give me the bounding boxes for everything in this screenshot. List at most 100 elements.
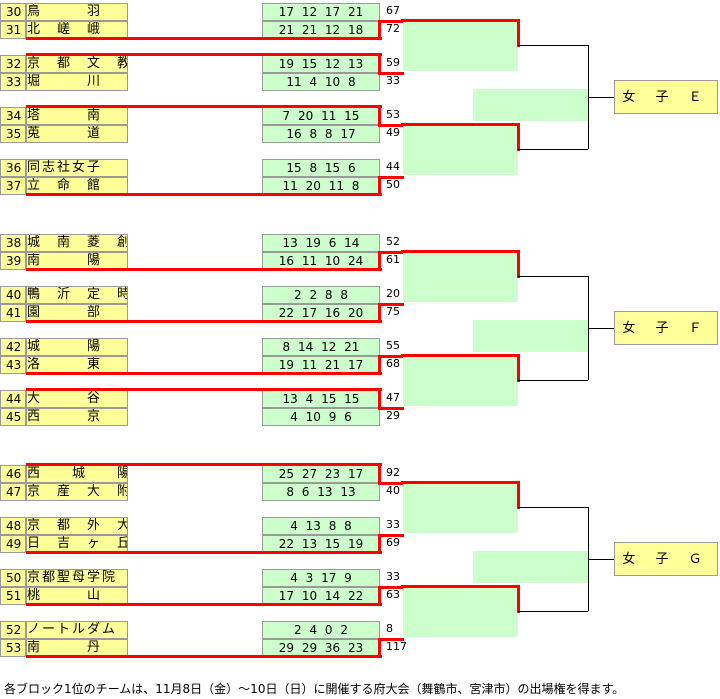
winner-line xyxy=(378,586,404,589)
set-scores: 4 3 17 9 xyxy=(262,569,380,587)
winner-line xyxy=(378,303,404,306)
winner-line xyxy=(401,585,518,588)
set-scores: 11 4 10 8 xyxy=(262,73,380,91)
winner-line xyxy=(26,268,382,271)
team-number: 34 xyxy=(0,107,26,125)
winner-line xyxy=(26,37,382,40)
set-scores: 19 15 12 13 xyxy=(262,55,380,73)
total-score: 20 xyxy=(386,287,400,300)
total-score: 67 xyxy=(386,4,400,17)
total-score: 33 xyxy=(386,74,400,87)
total-score: 63 xyxy=(386,588,400,601)
team-name: 同志社女子 xyxy=(26,159,128,177)
team-number: 48 xyxy=(0,517,26,535)
team-number: 46 xyxy=(0,465,26,483)
team-name: ノートルダム xyxy=(26,621,128,639)
set-scores: 8 6 13 13 xyxy=(262,483,380,501)
group-label: 女 子 Ｆ xyxy=(614,311,718,345)
team-name: 洛 東 xyxy=(26,356,128,374)
total-score: 47 xyxy=(386,391,400,404)
total-score: 8 xyxy=(386,622,393,635)
team-number: 38 xyxy=(0,234,26,252)
team-number: 41 xyxy=(0,304,26,322)
team-number: 39 xyxy=(0,252,26,270)
total-score: 49 xyxy=(386,126,400,139)
team-name: 鳥 羽 xyxy=(26,3,128,21)
team-number: 49 xyxy=(0,535,26,553)
set-scores: 4 10 9 6 xyxy=(262,408,380,426)
set-scores: 15 8 15 6 xyxy=(262,159,380,177)
set-scores: 17 12 17 21 xyxy=(262,3,380,21)
winner-line xyxy=(517,354,520,382)
winner-line xyxy=(26,193,382,196)
set-scores: 8 14 12 21 xyxy=(262,338,380,356)
team-number: 52 xyxy=(0,621,26,639)
team-name: 西 京 xyxy=(26,408,128,426)
bracket-line xyxy=(518,149,588,150)
winner-line xyxy=(378,20,404,23)
bracket-round2 xyxy=(473,89,588,121)
team-number: 35 xyxy=(0,125,26,143)
winner-line xyxy=(378,482,404,485)
bracket-round1 xyxy=(403,123,518,175)
winner-line xyxy=(26,655,382,658)
total-score: 40 xyxy=(386,484,400,497)
team-number: 43 xyxy=(0,356,26,374)
team-name: 莵 道 xyxy=(26,125,128,143)
team-number: 47 xyxy=(0,483,26,501)
bracket-round1 xyxy=(403,19,518,71)
winner-line xyxy=(378,463,381,485)
winner-line xyxy=(378,20,381,40)
winner-line xyxy=(26,463,382,466)
team-number: 33 xyxy=(0,73,26,91)
winner-line xyxy=(378,53,381,75)
total-score: 72 xyxy=(386,22,400,35)
team-number: 51 xyxy=(0,587,26,605)
team-name: 京 産 大 附 属 xyxy=(26,483,128,501)
team-number: 32 xyxy=(0,55,26,73)
winner-line xyxy=(26,372,382,375)
set-scores: 4 13 8 8 xyxy=(262,517,380,535)
winner-line xyxy=(517,250,520,278)
winner-line xyxy=(378,534,381,554)
winner-line xyxy=(517,585,520,613)
total-score: 75 xyxy=(386,305,400,318)
team-name: 大 谷 xyxy=(26,390,128,408)
team-name: 南 陽 xyxy=(26,252,128,270)
total-score: 29 xyxy=(386,409,400,422)
bracket-line xyxy=(518,507,588,508)
winner-line xyxy=(378,176,404,179)
team-number: 42 xyxy=(0,338,26,356)
set-scores: 7 20 11 15 xyxy=(262,107,380,125)
winner-line xyxy=(378,638,381,658)
bracket-round1 xyxy=(403,585,518,637)
winner-line xyxy=(378,388,381,410)
winner-line xyxy=(378,355,404,358)
total-score: 55 xyxy=(386,339,400,352)
team-name: 城 陽 xyxy=(26,338,128,356)
group-label: 女 子 Ｇ xyxy=(614,542,718,576)
set-scores: 25 27 23 17 xyxy=(262,465,380,483)
winner-line xyxy=(26,105,382,108)
set-scores: 2 4 0 2 xyxy=(262,621,380,639)
set-scores: 22 17 16 20 xyxy=(262,304,380,322)
team-number: 45 xyxy=(0,408,26,426)
total-score: 69 xyxy=(386,536,400,549)
winner-line xyxy=(401,250,518,253)
bracket-line xyxy=(518,380,588,381)
total-score: 53 xyxy=(386,108,400,121)
winner-line xyxy=(378,534,404,537)
total-score: 50 xyxy=(386,178,400,191)
set-scores: 2 2 8 8 xyxy=(262,286,380,304)
winner-line xyxy=(26,53,382,56)
winner-line xyxy=(26,603,382,606)
team-name: 鴨 沂 定 時 制 xyxy=(26,286,128,304)
team-number: 44 xyxy=(0,390,26,408)
team-name: 桃 山 xyxy=(26,587,128,605)
team-name: 南 丹 xyxy=(26,639,128,657)
bracket-round2 xyxy=(473,551,588,583)
team-name: 西 城 陽 xyxy=(26,465,128,483)
team-name: 京都聖母学院 xyxy=(26,569,128,587)
winner-line xyxy=(517,123,520,151)
